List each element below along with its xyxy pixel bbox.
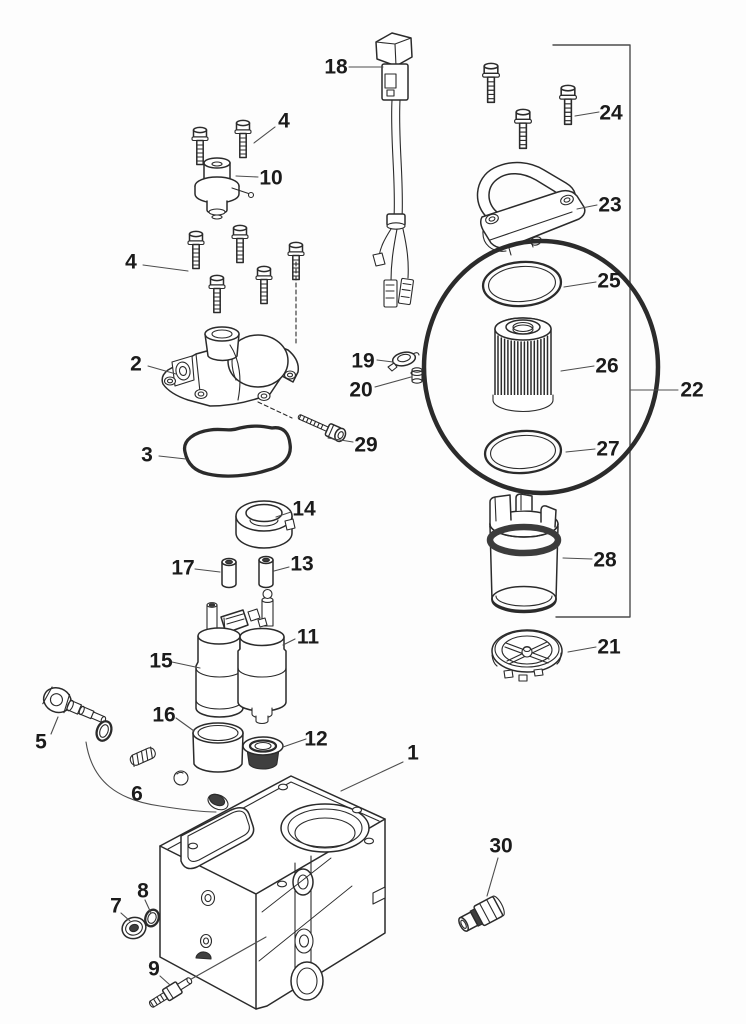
part-label-20: 20	[349, 379, 372, 402]
part-label-15: 15	[149, 650, 173, 673]
leader-line-14	[275, 511, 292, 518]
part-label-11: 11	[297, 626, 320, 649]
part-label-12: 12	[304, 728, 327, 751]
kit-o-ring	[95, 720, 113, 742]
leader-line-17	[194, 568, 221, 573]
leader-line-21	[567, 646, 597, 653]
leader-line-19	[376, 359, 394, 363]
part-label-8: 8	[137, 880, 149, 903]
leader-line-12	[282, 738, 307, 748]
leader-line-2	[147, 365, 177, 375]
part-5-fitting	[42, 686, 107, 724]
part-3-gasket	[182, 424, 292, 478]
part-1-pump-housing	[159, 775, 386, 1010]
part-26-filter-element	[492, 317, 554, 413]
part-label-14: 14	[292, 498, 316, 521]
part-13-sleeve	[258, 555, 274, 589]
part-label-2: 2	[130, 353, 142, 376]
group-bracket-22	[552, 44, 631, 618]
leader-line-13	[273, 566, 290, 572]
kit-spring	[129, 746, 156, 767]
part-label-4: 4	[278, 110, 290, 133]
part-9-fitting	[148, 936, 267, 1008]
part-30-fitting	[458, 895, 505, 932]
leader-line-5	[50, 716, 59, 735]
part-18-wiring-harness	[372, 32, 414, 308]
part-12-seal	[242, 736, 284, 770]
part-label-16: 16	[152, 704, 175, 727]
part-6-seal-kit	[85, 720, 229, 813]
leader-line-4	[253, 126, 276, 144]
part-2-cover	[161, 326, 300, 407]
part-label-22: 22	[680, 379, 703, 402]
part-17-sleeve	[221, 557, 237, 589]
leader-line-11	[282, 638, 296, 646]
part-label-3: 3	[141, 444, 153, 467]
leader-line-10	[235, 175, 259, 178]
part-11-fuel-pump	[237, 588, 287, 725]
part-label-26: 26	[595, 355, 618, 378]
part-27-o-ring	[483, 429, 563, 475]
part-label-25: 25	[597, 270, 621, 293]
alignment-dashed-lines	[257, 261, 297, 419]
part-label-30: 30	[489, 835, 512, 858]
part-20-pin	[410, 367, 424, 384]
part-label-24: 24	[599, 102, 623, 125]
part-14-grommet	[235, 500, 296, 549]
leader-line-25	[563, 281, 597, 288]
leader-line-9	[159, 975, 171, 986]
part-label-29: 29	[354, 434, 377, 457]
leader-line-7	[120, 912, 131, 922]
highlight-circle	[421, 238, 661, 496]
part-25-o-ring	[481, 260, 563, 308]
bolts-4-cover	[187, 224, 305, 314]
part-28-filter-cup	[486, 493, 562, 614]
part-29-screw	[297, 414, 347, 443]
part-label-21: 21	[597, 636, 621, 659]
part-8-washer	[144, 908, 160, 928]
leader-line-8	[144, 899, 152, 914]
leader-line-15	[171, 661, 201, 669]
part-label-17: 17	[171, 557, 194, 580]
part-label-18: 18	[324, 56, 348, 79]
leader-line-24	[574, 111, 600, 117]
part-label-13: 13	[290, 553, 313, 576]
part-label-23: 23	[598, 194, 621, 217]
part-label-7: 7	[110, 895, 122, 918]
leader-line-23	[576, 204, 598, 210]
leader-line-20	[374, 376, 412, 388]
part-label-6: 6	[131, 783, 143, 806]
leader-line-4	[142, 264, 189, 272]
part-label-5: 5	[35, 731, 47, 754]
part-label-1: 1	[407, 742, 419, 765]
part-label-19: 19	[351, 350, 374, 373]
part-label-28: 28	[593, 549, 617, 572]
leader-line-29	[327, 437, 354, 443]
bolts-24	[481, 62, 578, 150]
leader-line-3	[158, 455, 187, 460]
part-10-pressure-regulator	[194, 157, 255, 220]
leader-line-27	[565, 448, 596, 453]
part-21-cap	[491, 629, 563, 682]
part-16-cup	[192, 722, 244, 773]
leader-line-26	[560, 365, 595, 372]
kit-check-ball	[173, 770, 189, 786]
leader-line-16	[175, 717, 195, 732]
part-label-9: 9	[148, 958, 160, 981]
part-label-10: 10	[259, 167, 282, 190]
part-label-4: 4	[125, 251, 137, 274]
leader-line-30	[486, 857, 499, 897]
leader-line-28	[562, 557, 593, 560]
leader-line-1	[340, 761, 404, 792]
part-label-27: 27	[596, 438, 619, 461]
part-19-retainer	[387, 351, 420, 372]
part-15-fuel-pump	[195, 602, 249, 718]
